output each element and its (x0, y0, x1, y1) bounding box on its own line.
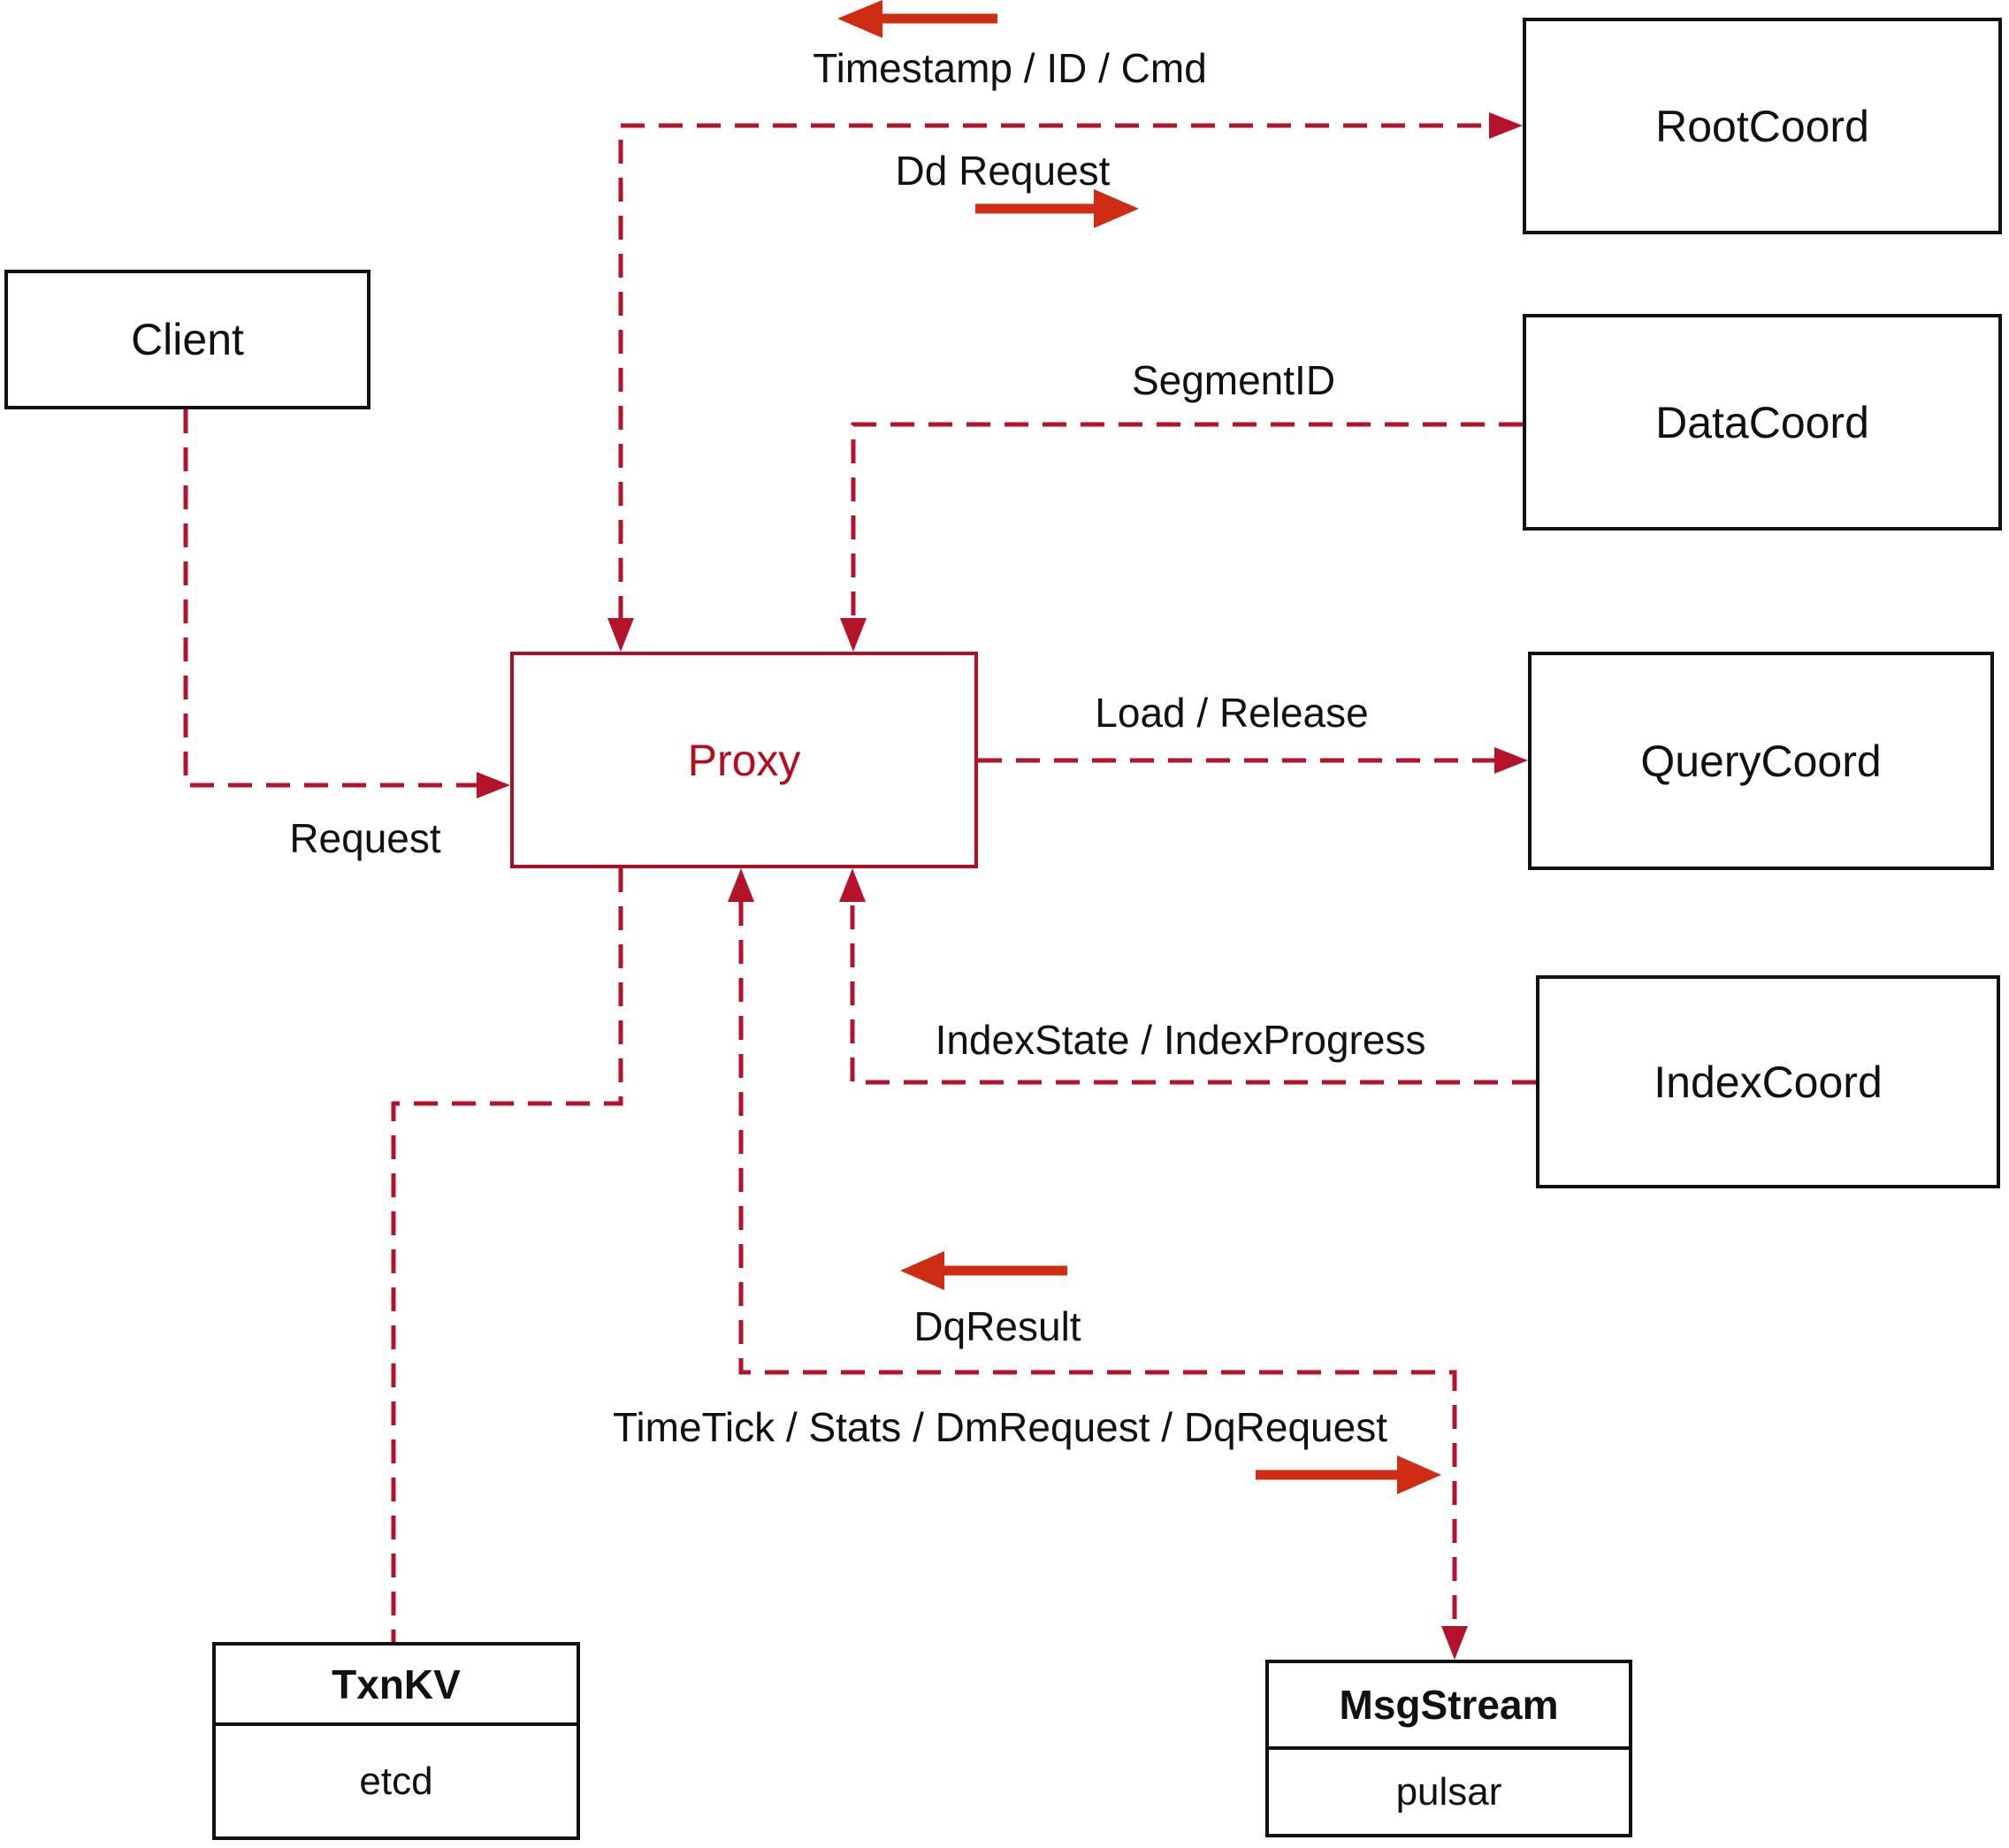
arrowhead-right-into-querycoord-icon (1494, 747, 1528, 774)
node-proxy-label: Proxy (687, 735, 801, 785)
arrowhead-down-into-proxy-icon (840, 618, 867, 652)
edge-label-request: Request (289, 815, 441, 861)
node-querycoord-label: QueryCoord (1640, 736, 1882, 786)
node-rootcoord-label: RootCoord (1655, 101, 1869, 151)
arrowhead-right-into-proxy-icon (477, 772, 510, 798)
edge-label-segmentid: SegmentID (1131, 357, 1336, 403)
node-querycoord: QueryCoord (1528, 652, 1994, 870)
node-txnkv: TxnKV etcd (212, 1642, 580, 1840)
node-msgstream: MsgStream pulsar (1265, 1660, 1632, 1837)
node-msgstream-title: MsgStream (1269, 1663, 1629, 1750)
arrowhead-down-into-proxy-icon (607, 618, 634, 652)
arrowhead-down-into-msgstream-icon (1441, 1626, 1468, 1660)
edge-label-indexstate-indexprogress: IndexState / IndexProgress (935, 1017, 1426, 1063)
node-indexcoord: IndexCoord (1536, 975, 2000, 1188)
arrow-right-icon (975, 189, 1139, 228)
edge-label-dqresult: DqResult (913, 1303, 1081, 1349)
edge-label-dd-request: Dd Request (895, 148, 1111, 194)
edge-client-proxy (183, 409, 477, 788)
node-txnkv-title: TxnKV (216, 1646, 577, 1726)
arrowhead-up-into-proxy-icon (839, 868, 866, 902)
arrowhead-up-into-proxy-icon (728, 868, 754, 902)
node-msgstream-subtitle: pulsar (1395, 1769, 1502, 1814)
node-client-label: Client (131, 315, 244, 364)
arrow-right-icon (1256, 1455, 1441, 1494)
edge-label-timetick-stats-dmrequest-dqrequest: TimeTick / Stats / DmRequest / DqRequest (613, 1404, 1387, 1450)
node-client: Client (4, 270, 370, 409)
edge-label-load-release: Load / Release (1095, 690, 1369, 736)
edge-label-timestamp-id-cmd: Timestamp / ID / Cmd (813, 45, 1207, 91)
arrow-left-icon (900, 1251, 1067, 1290)
arrow-left-icon (837, 0, 997, 38)
edge-datacoord-proxy (851, 422, 1523, 620)
node-datacoord: DataCoord (1523, 314, 2002, 531)
arrowhead-right-into-rootcoord-icon (1489, 112, 1523, 139)
edge-proxy-txnkv (391, 868, 623, 1642)
node-rootcoord: RootCoord (1523, 18, 2002, 234)
node-txnkv-subtitle: etcd (359, 1759, 433, 1803)
edge-indexcoord-proxy (850, 902, 1536, 1085)
node-proxy: Proxy (510, 652, 978, 868)
edge-proxy-msgstream (738, 902, 1457, 1628)
node-datacoord-label: DataCoord (1655, 397, 1869, 447)
edge-proxy-rootcoord (618, 123, 1489, 620)
node-indexcoord-label: IndexCoord (1654, 1057, 1883, 1107)
